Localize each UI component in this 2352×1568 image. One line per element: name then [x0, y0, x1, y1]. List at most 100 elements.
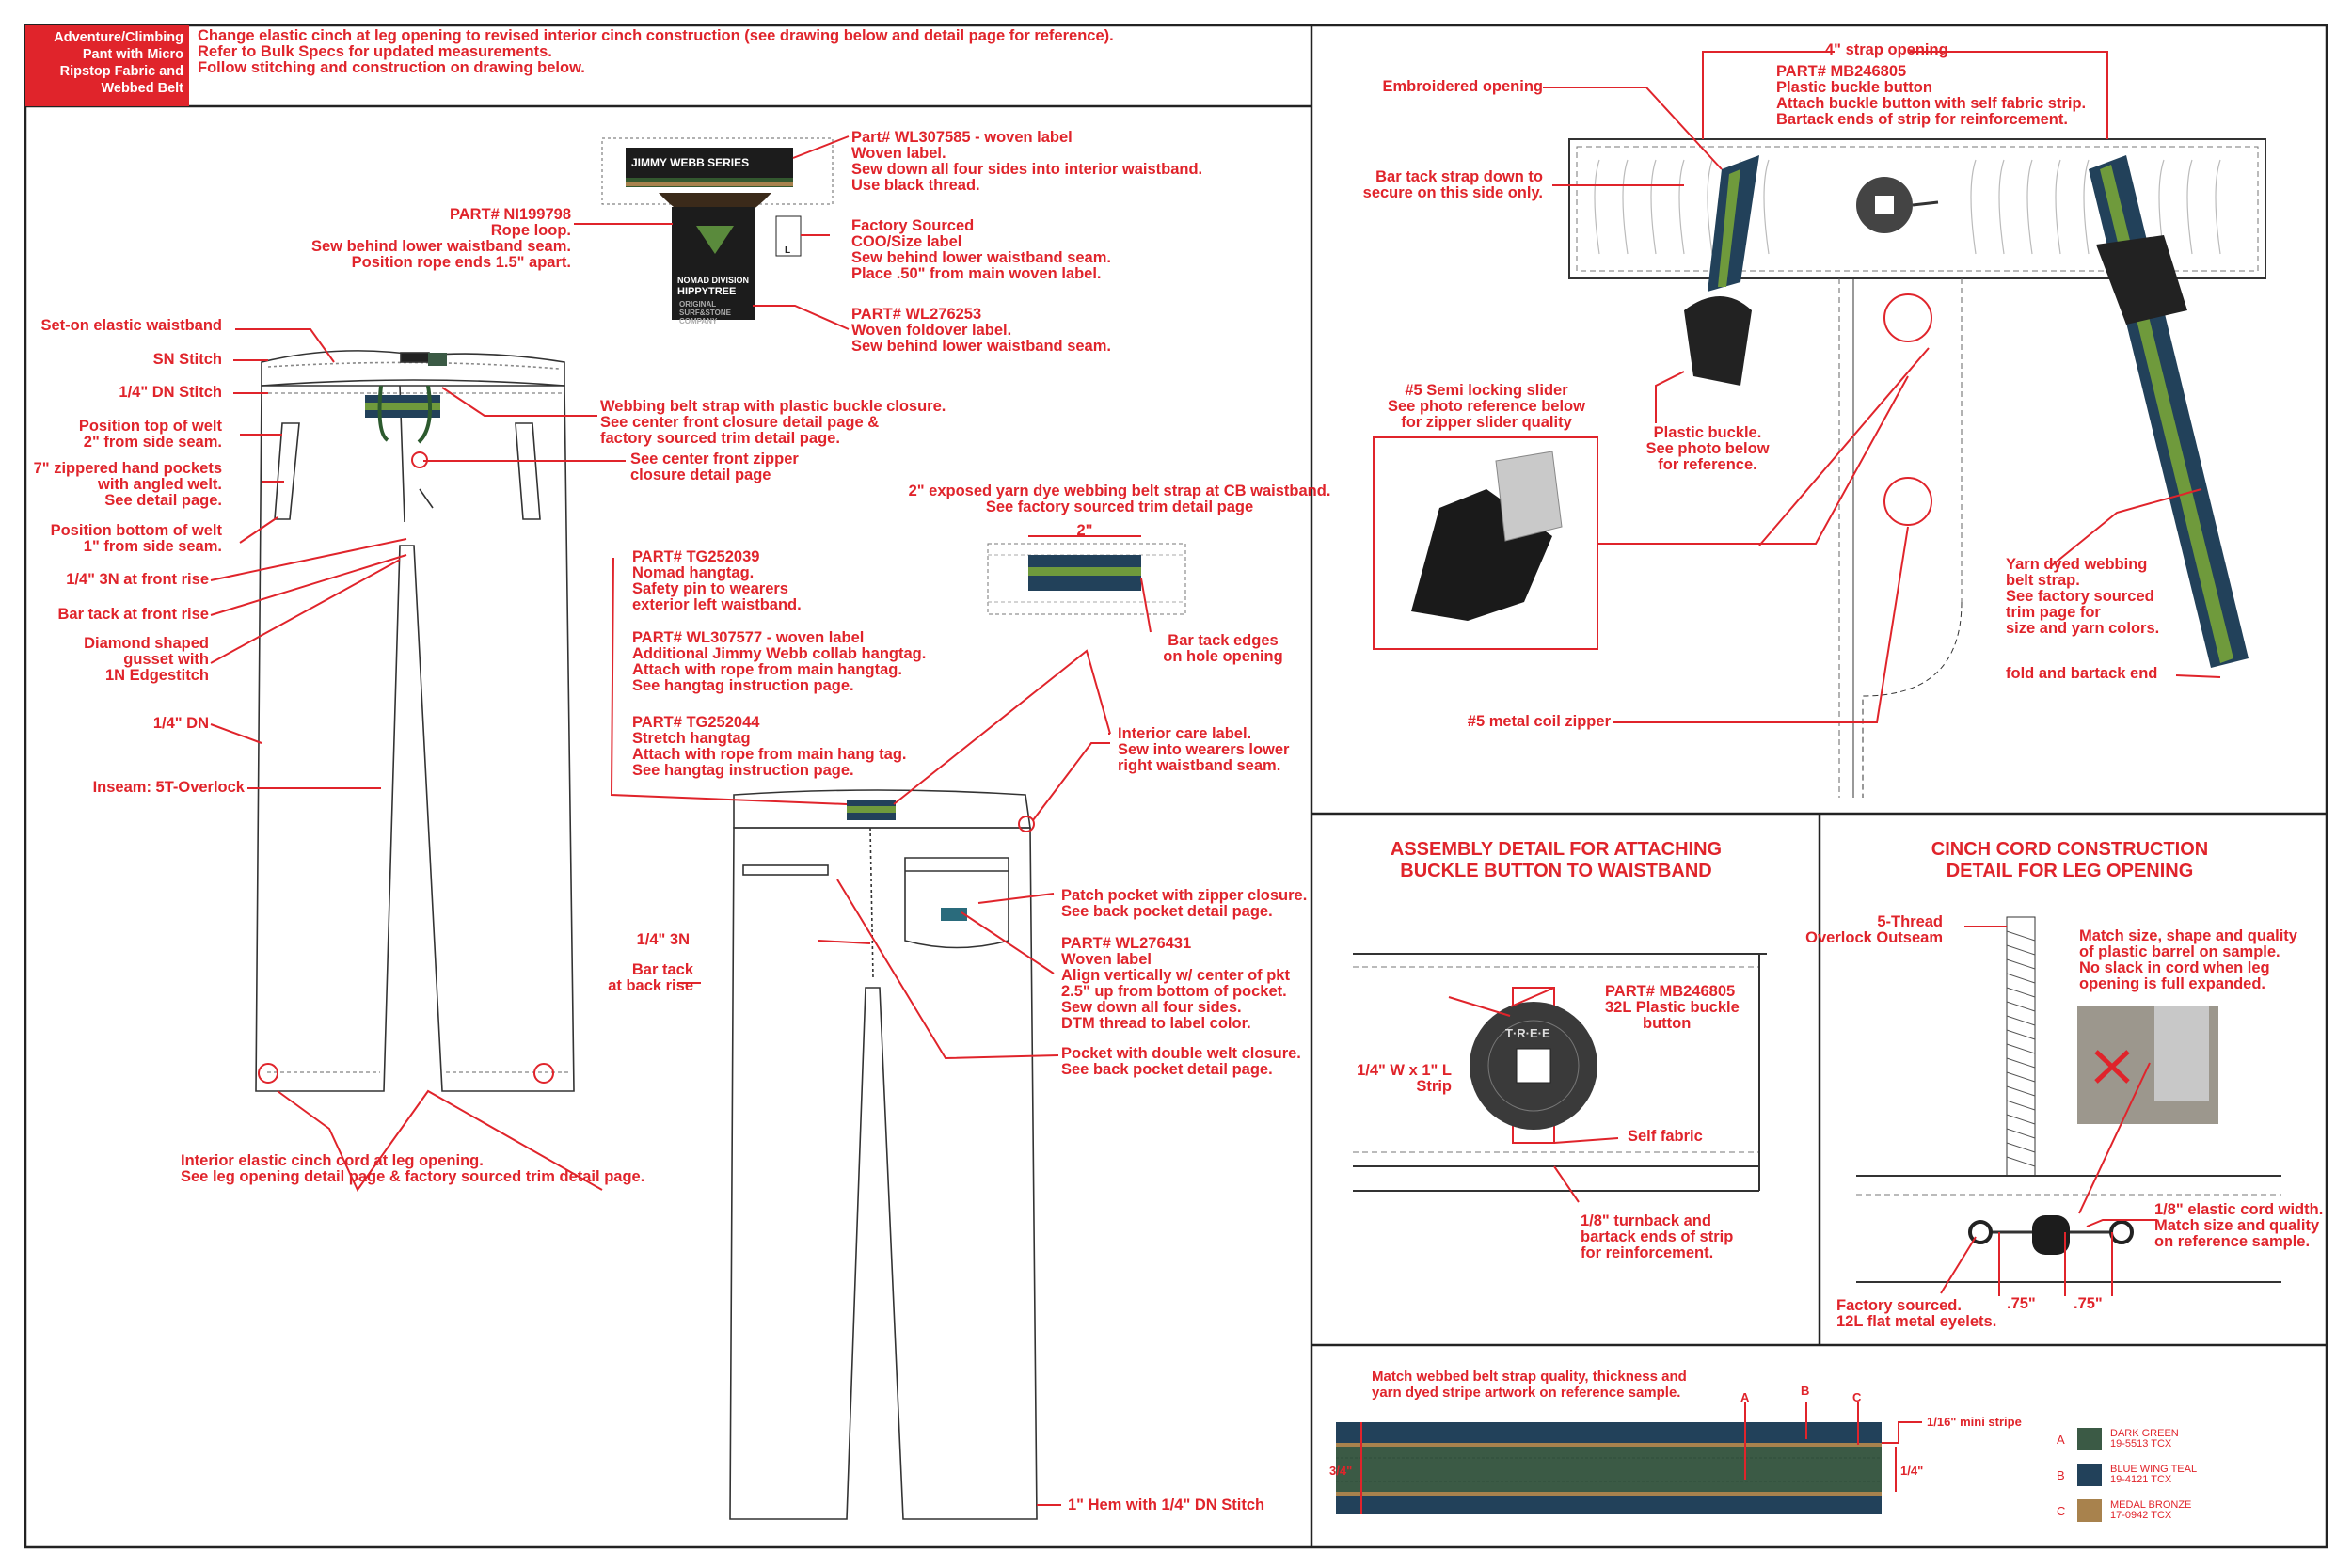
swatch-c	[2077, 1499, 2102, 1522]
callout-line: Position bottom of welt	[50, 522, 222, 539]
callout-double-welt: Pocket with double welt closure.See back…	[1061, 1046, 1301, 1078]
panel-frames	[24, 24, 2328, 1549]
tag-line: Ripstop Fabric and	[59, 64, 183, 79]
callout-line: Plastic buckle button	[1776, 79, 1932, 96]
callout-line: Sew behind lower waistband seam.	[851, 249, 1111, 266]
assembly-detail-drawing	[1353, 953, 1767, 1192]
callout-sn-stitch: SN Stitch	[152, 351, 222, 368]
header-note: Refer to Bulk Specs for updated measurem…	[198, 43, 552, 60]
cinch-dim-right: .75"	[2074, 1295, 2103, 1312]
callout-line: Factory Sourced	[851, 217, 975, 234]
closure-metal-zipper: #5 metal coil zipper	[1467, 713, 1611, 730]
callout-back-3n: 1/4" 3N	[636, 931, 690, 948]
callout-line: Bar tack	[631, 961, 693, 978]
company-text: COMPANY	[679, 317, 718, 325]
callout-line: PART# WL276431	[1061, 935, 1192, 952]
callout-line: on reference sample.	[2154, 1233, 2311, 1250]
swatch-a	[2077, 1428, 2102, 1450]
callout-line: Sew behind lower waistband seam.	[851, 338, 1111, 355]
callout-line: for reinforcement.	[1581, 1244, 1714, 1261]
callout-line: Position rope ends 1.5" apart.	[351, 254, 571, 271]
callout-2in: 2"	[1076, 522, 1093, 539]
callout-line: button	[1643, 1015, 1692, 1032]
title-line: ASSEMBLY DETAIL FOR ATTACHING	[1390, 839, 1723, 860]
callout-care-label: Interior care label.Sew into wearers low…	[1118, 726, 1289, 774]
callout-line: COO/Size label	[851, 233, 962, 250]
callout-line: 1/8" turnback and	[1581, 1212, 1711, 1229]
callout-line: Rope loop.	[490, 222, 571, 239]
callout-line: Interior care label.	[1118, 725, 1252, 742]
callout-line: with angled welt.	[97, 476, 222, 493]
webbing-mini-stripe: 1/16" mini stripe	[1927, 1415, 2022, 1429]
cinch-elastic: 1/8" elastic cord width.Match size and q…	[2154, 1202, 2323, 1250]
webbing-letter-c: C	[1852, 1390, 1862, 1404]
callout-line: Attach buckle button with self fabric st…	[1776, 95, 2087, 112]
callout-line: Additional Jimmy Webb collab hangtag.	[632, 645, 927, 662]
callout-line: bartack ends of strip	[1581, 1228, 1734, 1245]
callout-line: PART# NI199798	[449, 206, 571, 223]
webbing-letter-a: A	[1740, 1390, 1750, 1404]
swatch-a-code: 19-5513 TCX	[2110, 1438, 2172, 1449]
tree-button-text: T·R·E·E	[1505, 1026, 1550, 1040]
callout-line: 2.5" up from bottom of pocket.	[1061, 983, 1287, 1000]
callout-line: #5 Semi locking slider	[1405, 382, 1568, 399]
leader-lines	[210, 51, 2221, 1514]
callout-line: Strip	[1416, 1078, 1452, 1095]
callout-line: Webbing belt strap with plastic buckle c…	[600, 398, 946, 415]
callout-line: Part# WL307585 - woven label	[851, 129, 1073, 146]
callout-line: gusset with	[123, 651, 209, 668]
swatch-a-letter: A	[2057, 1433, 2065, 1447]
front-pant-drawing	[255, 350, 575, 1092]
callout-line: See detail page.	[104, 492, 222, 509]
callout-line: Bartack ends of strip for reinforcement.	[1776, 111, 2068, 128]
callout-line: 7" zippered hand pockets	[33, 460, 222, 477]
callout-line: of plastic barrel on sample.	[2079, 943, 2280, 960]
header-notes: Change elastic cinch at leg opening to r…	[198, 28, 1114, 76]
callout-line: Sew behind lower waistband seam.	[311, 238, 571, 255]
callout-line: See hangtag instruction page.	[632, 677, 854, 694]
swatch-c-name: MEDAL BRONZE	[2110, 1499, 2192, 1511]
callout-line: See factory sourced	[2006, 588, 2154, 605]
callout-line: trim page for	[2006, 604, 2101, 621]
callout-line: exterior left waistband.	[632, 596, 802, 613]
label-trims-drawing	[601, 137, 834, 320]
callout-line: See leg opening detail page & factory so…	[181, 1168, 645, 1185]
callout-line: right waistband seam.	[1118, 757, 1281, 774]
back-pant-drawing	[729, 789, 1038, 1520]
callout-line: size and yarn colors.	[2006, 620, 2160, 637]
hippytree-logo-text: HIPPYTREE	[677, 286, 737, 297]
webbing-stripe-dim: 1/4"	[1900, 1464, 1924, 1478]
callout-line: Woven foldover label.	[851, 322, 1012, 339]
webbing-swatches	[2077, 1428, 2102, 1522]
callout-line: secure on this side only.	[1362, 184, 1543, 201]
callout-patch-pocket: Patch pocket with zipper closure.See bac…	[1061, 888, 1307, 920]
callout-line: Safety pin to wearers	[632, 580, 788, 597]
callout-line: 1/4" W x 1" L	[1357, 1062, 1452, 1079]
callout-line: Align vertically w/ center of pkt	[1061, 967, 1290, 984]
callout-line: See photo below	[1645, 440, 1770, 457]
callout-line: 12L flat metal eyelets.	[1836, 1313, 1997, 1330]
swatch-b	[2077, 1464, 2102, 1486]
callout-line: PART# MB246805	[1605, 983, 1736, 1000]
webbing-letter-b: B	[1801, 1384, 1810, 1398]
callout-dn-stitch: 1/4" DN Stitch	[119, 384, 222, 401]
callout-line: DTM thread to label color.	[1061, 1015, 1251, 1032]
callout-line: for zipper slider quality	[1401, 414, 1572, 431]
callout-line: Nomad hangtag.	[632, 564, 755, 581]
webbing-note: Match webbed belt strap quality, thickne…	[1372, 1369, 1687, 1401]
callout-line: 5-Thread	[1877, 913, 1943, 930]
callout-line: Sew into wearers lower	[1118, 741, 1290, 758]
